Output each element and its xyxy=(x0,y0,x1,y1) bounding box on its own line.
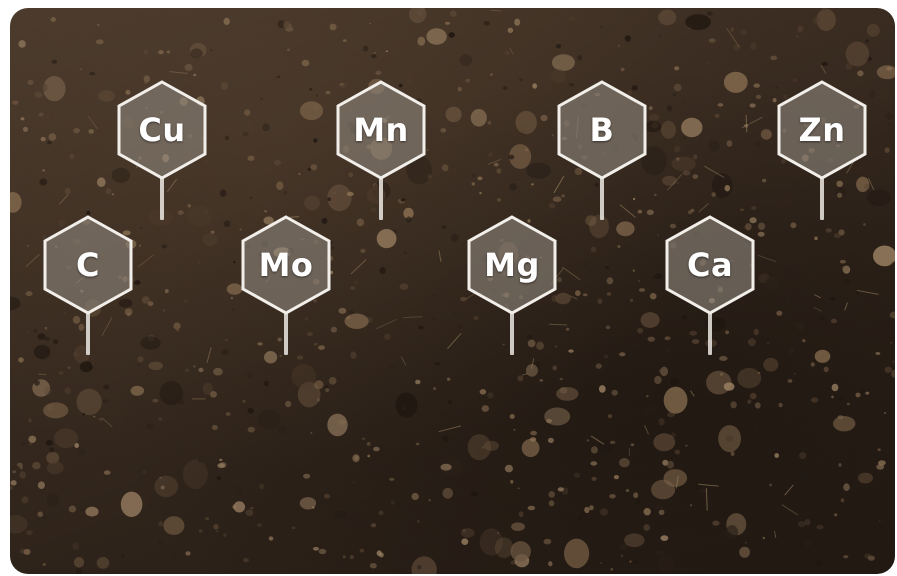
element-symbol: B xyxy=(589,111,615,149)
element-symbol: Cu xyxy=(138,111,186,149)
marker-stem xyxy=(379,178,383,220)
element-symbol: Mo xyxy=(258,246,314,284)
element-symbol: C xyxy=(76,246,100,284)
element-marker-mo: Mo xyxy=(240,215,332,355)
element-marker-c: C xyxy=(42,215,134,355)
marker-stem xyxy=(708,313,712,355)
element-marker-zn: Zn xyxy=(776,80,868,220)
marker-stem xyxy=(600,178,604,220)
element-marker-cu: Cu xyxy=(116,80,208,220)
marker-stem xyxy=(820,178,824,220)
element-symbol: Mg xyxy=(484,246,540,284)
element-marker-mn: Mn xyxy=(335,80,427,220)
marker-stem xyxy=(160,178,164,220)
element-symbol: Ca xyxy=(686,246,734,284)
marker-stem xyxy=(284,313,288,355)
soil-texture xyxy=(10,8,895,574)
marker-stem xyxy=(86,313,90,355)
element-symbol: Mn xyxy=(353,111,409,149)
element-symbol: Zn xyxy=(798,111,846,149)
element-marker-mg: Mg xyxy=(466,215,558,355)
marker-stem xyxy=(510,313,514,355)
soil-photo: Cu Mn B Zn C Mo xyxy=(10,8,895,574)
element-marker-b: B xyxy=(556,80,648,220)
element-marker-ca: Ca xyxy=(664,215,756,355)
